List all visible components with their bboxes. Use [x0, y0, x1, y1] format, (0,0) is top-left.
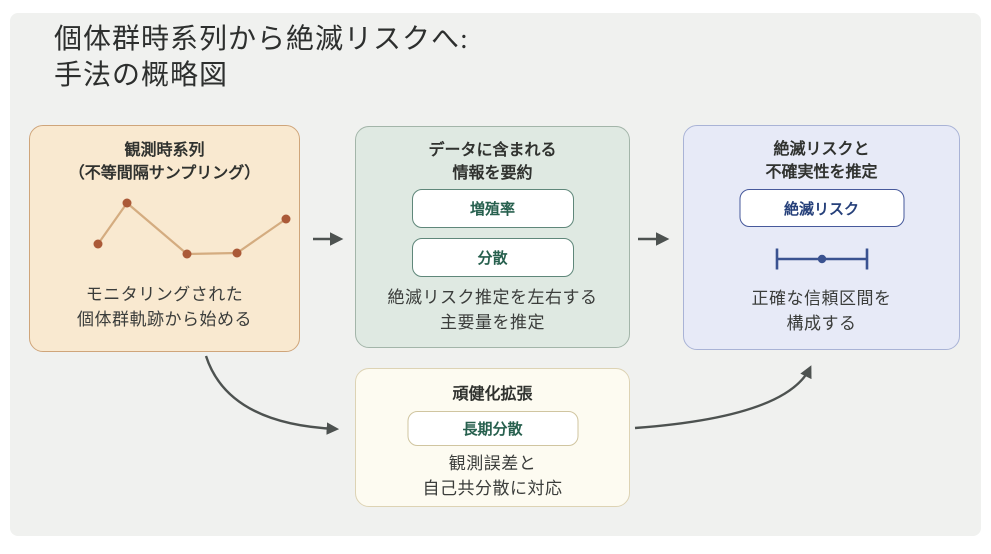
extinction-risk-chip-label: 絶滅リスク: [783, 200, 859, 218]
long-run-variance-chip: 長期分散: [407, 411, 578, 446]
card-summary-caption-line1: 絶滅リスク推定を左右する: [387, 288, 598, 307]
card-observed-title: 観測時系列 （不等間隔サンプリング）: [30, 139, 299, 185]
card-observed-caption-line2: 個体群軌跡から始める: [77, 310, 252, 329]
card-observed-title-line1: 観測時系列: [124, 142, 205, 159]
card-robust-caption-line2: 自己共分散に対応: [422, 479, 563, 498]
card-risk-caption-line2: 構成する: [786, 314, 857, 333]
card-robust-caption: 観測誤差と 自己共分散に対応: [356, 451, 629, 501]
card-risk-title-line2: 不確実性を推定: [765, 164, 878, 181]
figure-title-line2: 手法の概略図: [54, 60, 229, 91]
card-risk-caption-line1: 正確な信頼区間を: [751, 289, 892, 308]
card-summarize-information: データに含まれる 情報を要約 増殖率 分散 絶滅リスク推定を左右する 主要量を推…: [355, 126, 630, 348]
card-observed-caption-line1: モニタリングされた: [85, 285, 244, 304]
card-observed-caption: モニタリングされた 個体群軌跡から始める: [30, 282, 299, 332]
card-observed-time-series: 観測時系列 （不等間隔サンプリング） モニタリングされた 個体群軌跡から始める: [29, 125, 300, 352]
long-run-variance-chip-label: 長期分散: [462, 421, 523, 438]
card-robust-title-line1: 頑健化拡張: [452, 386, 533, 403]
card-robust-caption-line1: 観測誤差と: [448, 454, 537, 473]
confidence-interval-icon: [775, 248, 868, 270]
card-summary-title-line2: 情報を要約: [452, 165, 533, 182]
card-extinction-risk: 絶滅リスクと 不確実性を推定 絶滅リスク 正確な信頼区間を 構成する: [683, 125, 960, 350]
card-robustness-extension: 頑健化拡張 長期分散 観測誤差と 自己共分散に対応: [355, 368, 630, 507]
figure-title-line1: 個体群時系列から絶滅リスクへ:: [54, 24, 469, 55]
card-robust-title: 頑健化拡張: [356, 383, 629, 406]
card-risk-caption: 正確な信頼区間を 構成する: [684, 286, 959, 336]
card-summary-caption-line2: 主要量を推定: [440, 313, 545, 332]
card-summary-title-line1: データに含まれる: [428, 142, 557, 159]
card-summary-title: データに含まれる 情報を要約: [356, 139, 629, 185]
card-observed-title-line2: （不等間隔サンプリング）: [68, 165, 261, 182]
variance-chip-label: 分散: [477, 250, 508, 267]
population-trajectory-sparkline-icon: [93, 198, 291, 259]
card-summary-caption: 絶滅リスク推定を左右する 主要量を推定: [356, 285, 629, 335]
figure-title: 個体群時系列から絶滅リスクへ: 手法の概略図: [54, 22, 469, 94]
card-risk-title-line1: 絶滅リスクと: [773, 141, 870, 158]
extinction-risk-chip: 絶滅リスク: [739, 189, 904, 227]
growth-rate-chip-label: 増殖率: [469, 201, 515, 218]
growth-rate-chip: 増殖率: [411, 189, 574, 228]
card-risk-title: 絶滅リスクと 不確実性を推定: [684, 138, 959, 184]
variance-chip: 分散: [411, 238, 574, 277]
